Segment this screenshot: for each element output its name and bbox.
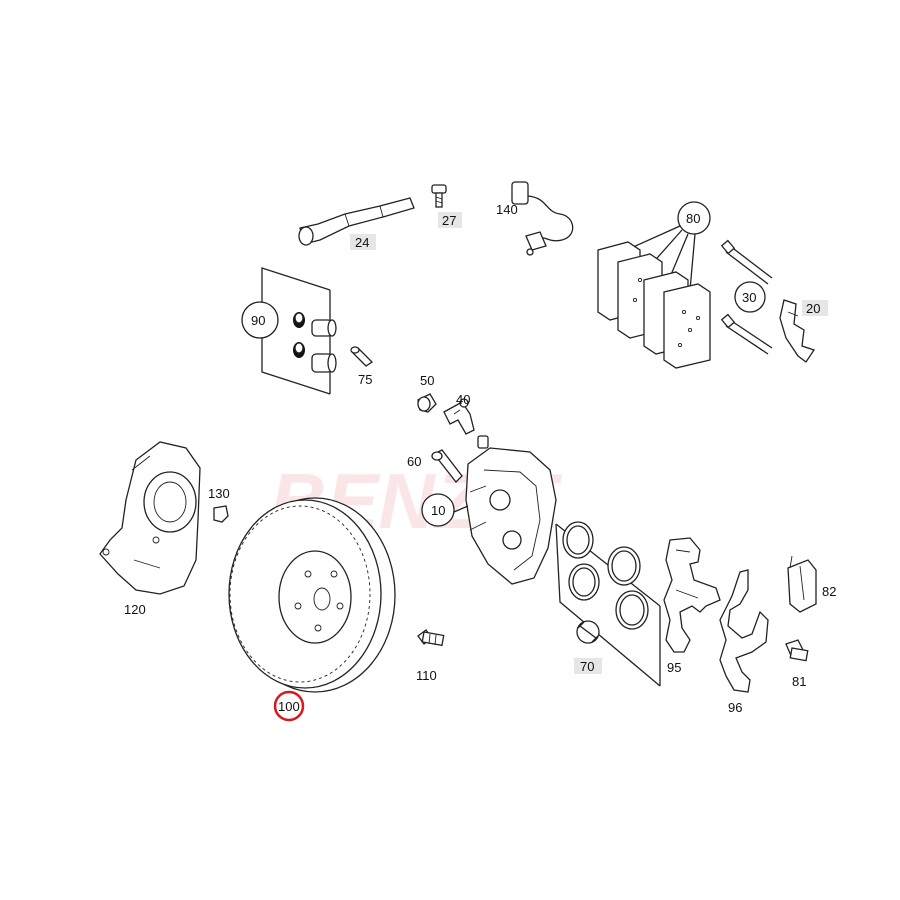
bolt-75[interactable] xyxy=(350,346,374,367)
callout-27: 27 xyxy=(442,213,456,228)
pad-indicator-82[interactable] xyxy=(787,555,817,613)
callout-95: 95 xyxy=(667,660,681,675)
circle-90 xyxy=(241,301,279,339)
callout-50: 50 xyxy=(420,373,434,388)
bushing-90a[interactable] xyxy=(293,312,337,337)
screw-130[interactable] xyxy=(213,505,229,523)
callout-82: 82 xyxy=(822,584,836,599)
callout-24: 24 xyxy=(355,235,369,250)
pad-pin-30[interactable] xyxy=(720,239,773,355)
callout-120: 120 xyxy=(124,602,146,617)
seal-ring-70c[interactable] xyxy=(568,563,600,601)
callout-70: 70 xyxy=(580,659,594,674)
bolt-27[interactable] xyxy=(431,184,447,208)
spring-clip-20[interactable] xyxy=(779,299,816,363)
label-box-70 xyxy=(574,658,602,674)
callout-130: 130 xyxy=(208,486,230,501)
label-box-20 xyxy=(802,300,828,316)
spring-96[interactable] xyxy=(719,569,769,693)
wrench-icon xyxy=(576,620,600,644)
callout-10: 10 xyxy=(431,503,445,518)
brake-disc-100[interactable] xyxy=(228,497,396,693)
bracket-90 xyxy=(261,267,331,395)
guide-pin-24[interactable] xyxy=(298,197,415,246)
label-box-27 xyxy=(438,212,462,228)
bushing-90b[interactable] xyxy=(293,342,337,373)
callout-40: 40 xyxy=(456,392,470,407)
wear-sensor-140[interactable] xyxy=(511,181,574,256)
cap-50[interactable] xyxy=(417,393,437,413)
callout-140: 140 xyxy=(496,202,518,217)
seal-ring-70b[interactable] xyxy=(607,546,641,586)
bolt-110[interactable] xyxy=(417,629,445,647)
callout-20: 20 xyxy=(806,301,820,316)
bleeder-screw-40[interactable] xyxy=(443,398,475,435)
circle-30 xyxy=(734,281,766,313)
callout-96: 96 xyxy=(728,700,742,715)
callout-90: 90 xyxy=(251,313,265,328)
callout-100: 100 xyxy=(278,699,300,714)
bolt-60[interactable] xyxy=(431,449,463,483)
label-box-24 xyxy=(350,234,376,250)
callout-30: 30 xyxy=(742,290,756,305)
spring-95[interactable] xyxy=(663,537,721,653)
highlight-ring-100 xyxy=(273,690,305,722)
brake-pad-80b[interactable] xyxy=(643,271,711,369)
circle-10 xyxy=(421,493,455,527)
leader-10 xyxy=(453,505,469,513)
callout-81: 81 xyxy=(792,674,806,689)
bolt-81[interactable] xyxy=(785,639,809,662)
callout-60: 60 xyxy=(407,454,421,469)
callout-75: 75 xyxy=(358,372,372,387)
circle-80 xyxy=(677,201,711,235)
callout-80: 80 xyxy=(686,211,700,226)
seal-ring-70d[interactable] xyxy=(615,590,649,630)
brake-caliper-10[interactable] xyxy=(465,435,557,585)
seal-ring-70a[interactable] xyxy=(562,521,594,559)
splash-shield-120[interactable] xyxy=(99,441,201,595)
callout-110: 110 xyxy=(416,668,437,683)
